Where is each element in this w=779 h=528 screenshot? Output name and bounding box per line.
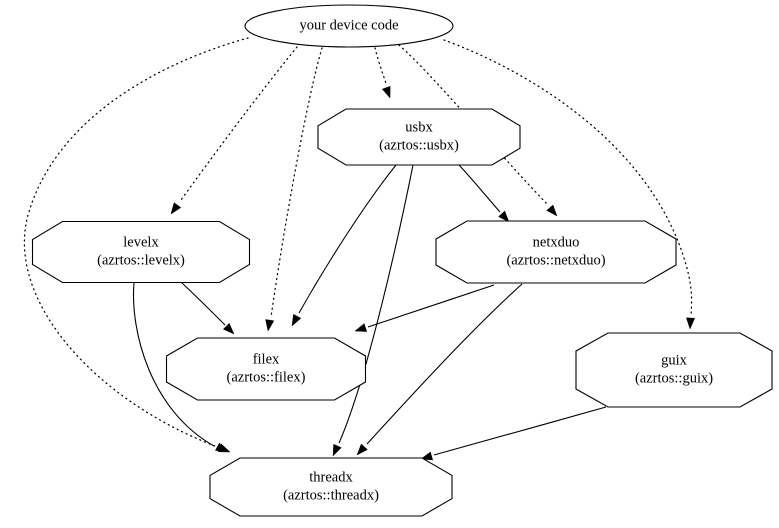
edge-line [338, 164, 414, 444]
arrowhead [686, 317, 696, 330]
node-label-primary: netxduo [533, 234, 580, 250]
edge-line [270, 47, 323, 318]
edge-device-to-netxduo [398, 44, 558, 217]
node-device[interactable]: your device code [244, 4, 454, 48]
edge-usbx-to-netxduo [458, 164, 510, 223]
edge-line [458, 164, 501, 213]
arrowhead [354, 323, 368, 332]
arrowhead [381, 85, 391, 99]
edge-netxduo-to-filex [354, 284, 495, 332]
edge-levelx-to-threadx [132, 282, 228, 453]
arrowhead [498, 210, 510, 223]
edge-guix-to-threadx [420, 406, 607, 461]
edge-line [366, 283, 523, 445]
edge-device-to-usbx [374, 47, 391, 99]
arrowhead [265, 319, 275, 332]
node-label-secondary: (azrtos::netxduo) [506, 252, 605, 268]
edge-levelx-to-filex [181, 282, 235, 335]
arrowhead [222, 322, 235, 335]
node-shape-octagon [317, 108, 521, 166]
edge-line [374, 47, 388, 87]
arrowhead [170, 202, 182, 215]
edge-line [132, 282, 215, 447]
node-shape-octagon [165, 337, 367, 401]
node-label-primary: usbx [405, 119, 433, 135]
edge-line [180, 46, 298, 201]
edge-line [23, 37, 249, 447]
arrowhead [291, 314, 302, 327]
arrowhead [420, 451, 434, 461]
nodes-layer: your device codeusbx(azrtos::usbx)levelx… [31, 4, 773, 517]
edge-line [433, 406, 607, 456]
node-label-secondary: (azrtos::guix) [635, 370, 713, 386]
edge-line [181, 282, 226, 326]
node-filex[interactable]: filex(azrtos::filex) [165, 337, 367, 401]
node-shape-octagon [435, 220, 677, 284]
node-guix[interactable]: guix(azrtos::guix) [575, 332, 773, 408]
node-label-secondary: (azrtos::threadx) [283, 487, 379, 503]
node-shape-octagon [575, 332, 773, 408]
node-label-secondary: (azrtos::levelx) [97, 252, 185, 268]
arrowhead [356, 443, 368, 456]
arrowhead [546, 204, 558, 217]
arrowhead [215, 442, 228, 453]
edge-device-to-filex [265, 47, 323, 332]
arrowhead [332, 443, 342, 457]
node-levelx[interactable]: levelx(azrtos::levelx) [31, 220, 251, 284]
node-shape-ellipse [244, 4, 454, 48]
node-usbx[interactable]: usbx(azrtos::usbx) [317, 108, 521, 166]
edge-line [298, 164, 397, 314]
edge-netxduo-to-threadx [356, 283, 523, 456]
edge-device-to-guix [443, 39, 696, 330]
edge-device-to-levelx [170, 46, 298, 215]
node-netxduo[interactable]: netxduo(azrtos::netxduo) [435, 220, 677, 284]
node-threadx[interactable]: threadx(azrtos::threadx) [209, 457, 453, 517]
node-label-primary: filex [253, 351, 280, 367]
node-shape-octagon [31, 220, 251, 284]
edge-line [398, 44, 549, 206]
node-label-primary: guix [661, 352, 688, 368]
node-label-primary: threadx [309, 469, 353, 485]
edge-line [367, 284, 495, 328]
edge-usbx-to-filex [291, 164, 397, 327]
node-label-primary: your device code [299, 17, 398, 33]
node-shape-octagon [209, 457, 453, 517]
edges-layer [23, 37, 696, 461]
node-label-secondary: (azrtos::filex) [227, 369, 306, 385]
edge-usbx-to-threadx [332, 164, 414, 457]
node-label-primary: levelx [123, 234, 159, 250]
node-label-secondary: (azrtos::usbx) [379, 137, 459, 153]
